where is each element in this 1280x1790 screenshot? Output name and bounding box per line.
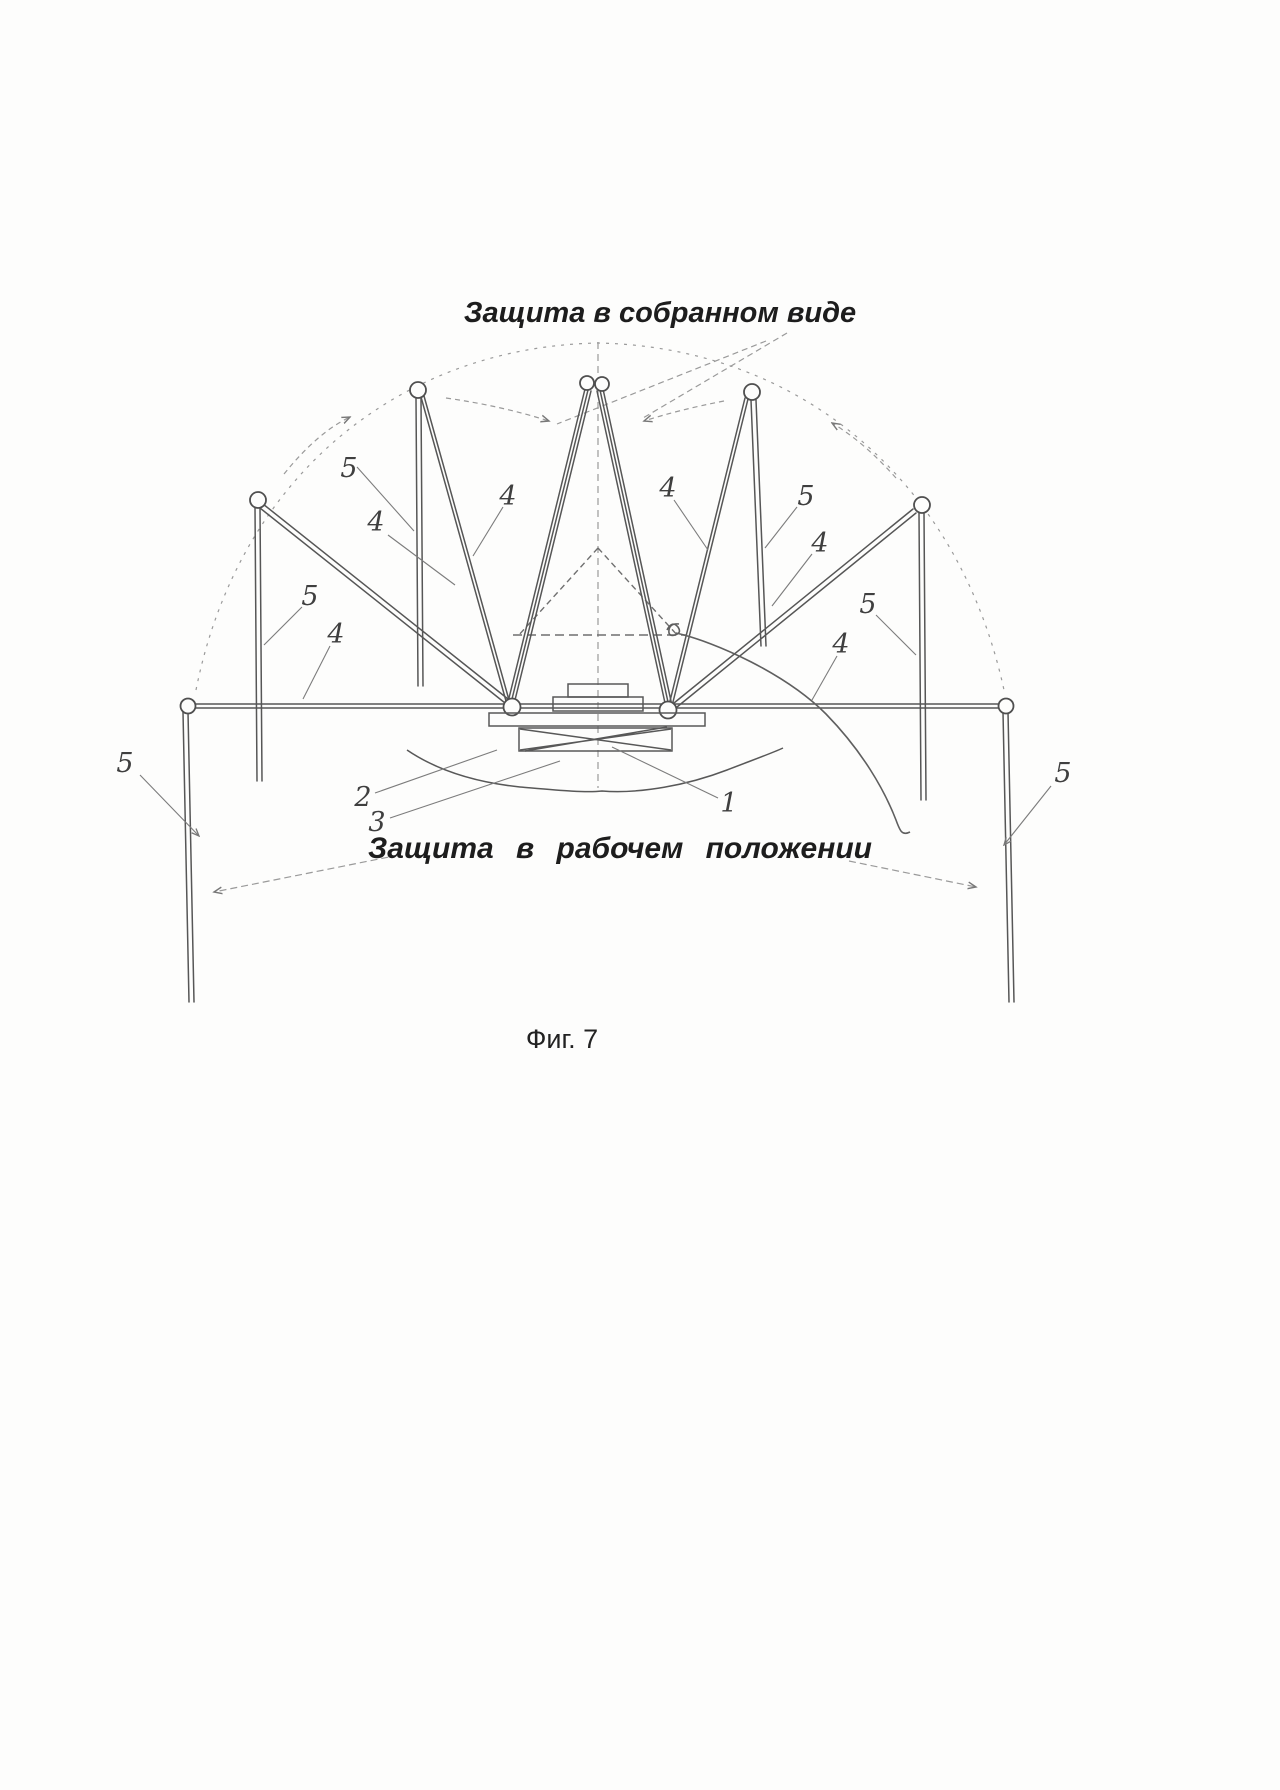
scissor-box: [518, 727, 673, 752]
pivot-left-outer: [249, 491, 267, 509]
right-outer-strut: [673, 508, 917, 708]
leader-left-inner-strut-a: [387, 534, 456, 586]
pivot-apex-left: [579, 375, 595, 391]
leader-base-plate: [374, 749, 498, 794]
working-title-leader-left: [214, 854, 400, 892]
right-inner-strut: [669, 397, 749, 703]
guide-lines: [195, 332, 1005, 892]
scissor-braces: [519, 726, 672, 752]
part-label-2-base-plate: 2: [353, 782, 371, 813]
part-labels: 5 4 4 4 5 4 5 4 5 4 5 5 2 3 1: [116, 453, 1071, 838]
left-inner-strut: [420, 395, 510, 702]
leader-left-outer-post: [263, 606, 303, 646]
rotation-arc: [195, 342, 1005, 691]
leader-left-leg: [139, 774, 199, 836]
part-label-5-right-outer-post: 5: [859, 589, 876, 620]
hinge-right: [658, 700, 678, 720]
part-label-5-right-leg: 5: [1054, 758, 1071, 789]
leader-horizontal-arm-right: [811, 655, 838, 701]
pivot-right-inner: [743, 383, 761, 401]
leader-left-inner-strut-b: [472, 506, 504, 557]
cable-curve: [675, 632, 911, 835]
right-leg: [1002, 711, 1015, 1003]
pivot-apex-right: [594, 376, 610, 392]
leader-right-leg: [1004, 785, 1052, 845]
pivot-left-inner: [409, 381, 427, 399]
part-label-4-right-mast: 4: [658, 473, 676, 504]
assembled-title-leader-2: [556, 340, 767, 425]
right-outer-post: [918, 512, 927, 801]
frame-rods: [182, 388, 1015, 1003]
part-label-4-right-inner-strut: 4: [810, 528, 828, 559]
arm-end-left: [179, 697, 197, 715]
pedestal-mid: [552, 696, 644, 712]
part-label-5-right-inner-post: 5: [797, 481, 814, 512]
ground-line: [406, 747, 784, 793]
leader-horizontal-arm-left: [302, 645, 331, 700]
base-plate: [488, 712, 706, 727]
fold-arrow-right-inner: [644, 400, 725, 421]
assembled-title-leader-1: [642, 332, 788, 419]
fold-arrow-right-outer: [832, 423, 897, 479]
part-label-4-arm-right: 4: [831, 629, 849, 660]
fold-arrow-left-inner: [445, 397, 549, 421]
tether-cable: [666, 623, 911, 835]
part-label-5-left-leg: 5: [116, 748, 133, 779]
part-label-3-scissor: 3: [368, 807, 385, 838]
leader-right-outer-post: [875, 614, 917, 656]
leader-pedestal: [611, 746, 719, 799]
part-label-4-arm-left: 4: [326, 619, 344, 650]
arm-end-right: [997, 697, 1015, 715]
left-outer-post: [254, 506, 263, 782]
figure-caption: Фиг. 7: [526, 1024, 598, 1054]
leader-scissor: [389, 760, 561, 819]
part-label-4-left-inner-strut: 4: [366, 507, 384, 538]
cable-knot: [666, 623, 681, 637]
leader-right-inner-strut: [673, 499, 709, 551]
working-state-title: Защита в рабочем положении: [368, 832, 872, 865]
part-label-5-left-inner-post: 5: [340, 453, 357, 484]
leader-right-inner-post-a: [764, 506, 798, 549]
figure-text: Защита в собранном виде Защита в рабочем…: [368, 297, 872, 1054]
horizontal-arm: [194, 703, 1000, 709]
left-inner-post: [415, 397, 424, 687]
leader-right-inner-post-b: [771, 553, 813, 607]
leader-left-inner-post: [356, 466, 415, 532]
part-label-4-left-mast: 4: [498, 481, 516, 512]
base-platform: [406, 683, 784, 793]
leader-lines: [139, 466, 1052, 845]
hinge-left: [502, 697, 522, 717]
left-outer-strut: [259, 503, 509, 704]
part-label-1-pedestal: 1: [720, 788, 737, 819]
mast-right-rod: [596, 388, 672, 704]
pivot-right-outer: [913, 496, 931, 514]
right-inner-post: [750, 399, 767, 647]
left-leg: [182, 711, 195, 1003]
mast-left-rod: [508, 388, 592, 701]
assembled-state-title: Защита в собранном виде: [464, 297, 856, 329]
pivots: [179, 375, 1015, 720]
part-label-5-left-outer-post: 5: [301, 581, 318, 612]
fold-arrow-left-outer: [283, 417, 350, 475]
